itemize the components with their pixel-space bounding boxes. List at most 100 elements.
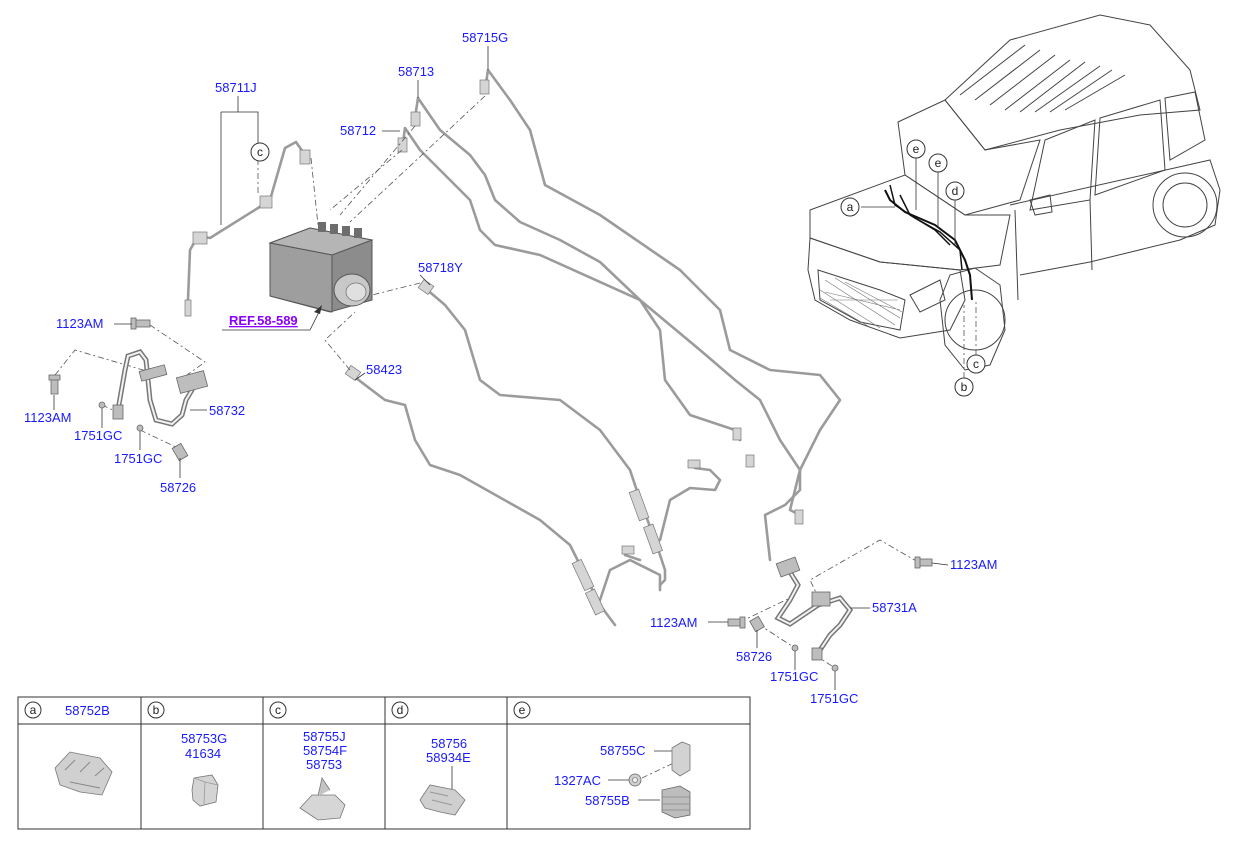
car-grille (817, 269, 906, 331)
bolt-icon[interactable] (171, 442, 189, 462)
legend-circle (147, 701, 165, 719)
fitting (299, 149, 311, 165)
label-58726[interactable]: 58726 (160, 480, 196, 495)
abs-motor-cap (345, 282, 367, 302)
legend-letter: a (30, 703, 37, 717)
clip-58755b-icon (661, 785, 691, 819)
legend-table-frame (17, 696, 751, 830)
legend-part-58755c[interactable]: 58755C (600, 743, 646, 758)
pipe-58711j[interactable] (186, 140, 307, 317)
fitting (628, 488, 650, 522)
callout-circle (840, 197, 860, 217)
label-58712[interactable]: 58712 (340, 123, 376, 138)
fitting (621, 545, 635, 555)
clip-icon[interactable] (791, 644, 799, 652)
clip-icon[interactable] (98, 401, 106, 409)
clip-58755b-icon (662, 796, 690, 811)
brake-hose-58732[interactable] (112, 349, 209, 427)
car-side-windows (1029, 91, 1206, 211)
pipe-58712[interactable] (401, 126, 742, 442)
pipe-58718y[interactable] (423, 286, 667, 587)
left-fasteners (48, 317, 189, 462)
clip-58753-icon (299, 794, 346, 821)
legend-part-1327ac[interactable]: 1327AC (554, 773, 601, 788)
pipe-58423-branch[interactable] (598, 558, 662, 602)
dash-line (329, 149, 403, 211)
legend-letter: e (519, 703, 526, 717)
bolt-icon[interactable] (130, 317, 151, 330)
ref-link[interactable]: REF.58-589 (229, 313, 298, 328)
label-1123am[interactable]: 1123AM (950, 557, 997, 572)
pipe-58713[interactable] (413, 96, 802, 562)
fitting (397, 137, 408, 153)
label-58715g[interactable]: 58715G (462, 30, 508, 45)
pipe-58715g[interactable] (483, 68, 842, 517)
bolt-icon (48, 374, 61, 381)
label-58423[interactable]: 58423 (366, 362, 402, 377)
callout-circle (945, 181, 965, 201)
legend-part-58754f[interactable]: 58754F (303, 743, 347, 758)
bolt-icon[interactable] (749, 615, 765, 633)
fitting (417, 278, 435, 296)
clip-icon[interactable] (136, 424, 144, 432)
clip-58753-icon (317, 776, 331, 797)
fitting (745, 454, 755, 468)
pipe-58423-fitting[interactable] (623, 553, 642, 562)
car-rear-wheel (1152, 172, 1218, 238)
clip-58756-icon (429, 791, 453, 806)
callout-letter: e (935, 156, 942, 170)
fitting (571, 558, 595, 592)
clip-58755b-icon (661, 785, 691, 819)
label-58718y[interactable]: 58718Y (418, 260, 463, 275)
fitting (643, 523, 663, 555)
bolt-icon[interactable] (914, 556, 933, 569)
legend-part-58755b[interactable]: 58755B (585, 793, 630, 808)
label-58726[interactable]: 58726 (736, 649, 772, 664)
bolt-icon[interactable] (48, 374, 61, 395)
bolt-icon[interactable] (727, 616, 746, 629)
label-1751gc[interactable]: 1751GC (114, 451, 162, 466)
label-1751gc[interactable]: 1751GC (74, 428, 122, 443)
legend-part-58752b[interactable]: 58752B (65, 703, 110, 718)
label-1751gc[interactable]: 1751GC (810, 691, 858, 706)
bolt-icon (171, 442, 189, 462)
fitting (479, 79, 490, 95)
legend-part-58756[interactable]: 58756 (431, 736, 467, 751)
hose-58731a-inner (776, 571, 852, 651)
legend-part-58755j[interactable]: 58755J (303, 729, 346, 744)
label-58711j[interactable]: 58711J (215, 80, 257, 95)
fitting (410, 111, 421, 127)
label-1123am[interactable]: 1123AM (24, 410, 71, 425)
legend-part-41634[interactable]: 41634 (185, 746, 221, 761)
label-58731a[interactable]: 58731A (872, 600, 917, 615)
label-1123am[interactable]: 1123AM (650, 615, 697, 630)
clip-58756-icon (419, 766, 466, 816)
pipe-58718y-branch[interactable] (658, 466, 722, 542)
clip-58753-icon (299, 776, 346, 821)
legend-part-58753g[interactable]: 58753G (181, 731, 227, 746)
legend-letter: b (153, 703, 160, 717)
vehicle-illustration (807, 14, 1221, 371)
car-brake-lines (899, 194, 951, 246)
abs-port (318, 222, 326, 232)
bracket-58755c-icon (671, 741, 691, 777)
label-58732[interactable]: 58732 (209, 403, 245, 418)
leader-line (220, 111, 259, 225)
legend-part-58753[interactable]: 58753 (306, 757, 342, 772)
label-1751gc[interactable]: 1751GC (770, 669, 818, 684)
car-brake-lines (884, 189, 973, 301)
label-58713[interactable]: 58713 (398, 64, 434, 79)
fitting (794, 509, 804, 525)
abs-module[interactable] (268, 222, 374, 313)
brake-hose-58731a[interactable] (774, 556, 854, 661)
label-1123am[interactable]: 1123AM (56, 316, 103, 331)
callout-letter: b (961, 380, 968, 394)
callout-letter: c (257, 145, 263, 159)
grommet-41634-icon (191, 774, 219, 807)
legend-part-58934e[interactable]: 58934E (426, 750, 471, 765)
clip-icon[interactable] (831, 664, 839, 672)
dash-line (324, 311, 356, 371)
part-labels: 58715G 58713 58711J c 58712 REF.58-589 5… (24, 30, 997, 706)
nut-1327ac-icon (632, 777, 638, 783)
car-front-wheel-arch (939, 267, 1006, 371)
